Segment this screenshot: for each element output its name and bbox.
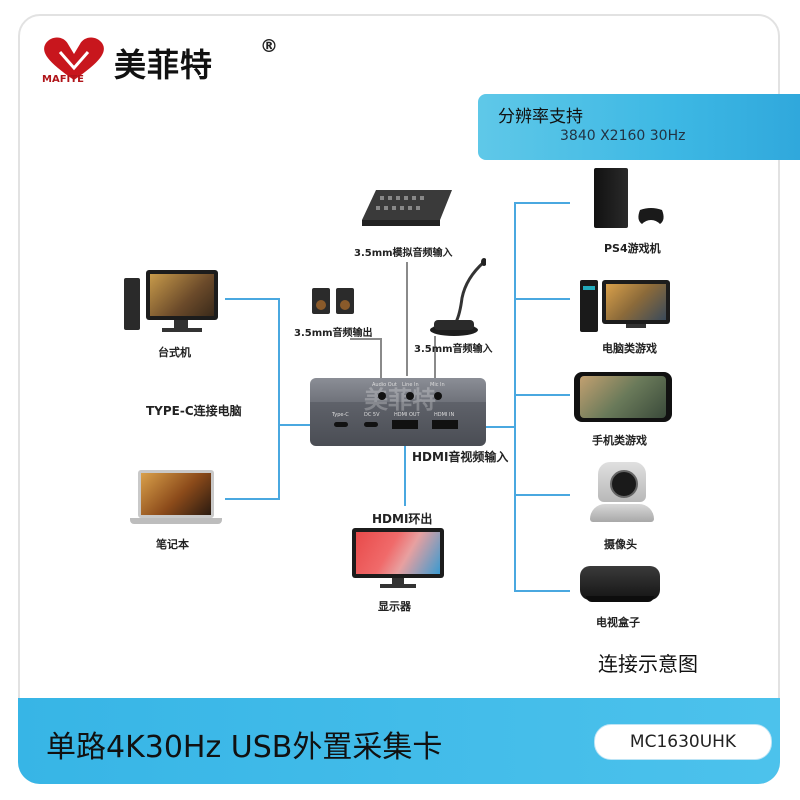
laptop-device xyxy=(130,470,222,530)
product-bar: 单路4K30Hz USB外置采集卡 MC1630UHK xyxy=(18,698,780,784)
brand-name: 美菲特 xyxy=(114,46,214,84)
port-dc xyxy=(364,422,378,427)
device-watermark: 美菲特 xyxy=(364,386,436,414)
port-label-mic-in: Mic In xyxy=(430,382,445,388)
port-label-typec: Type-C xyxy=(332,412,349,418)
desktop-label: 台式机 xyxy=(158,346,191,359)
tvbox-device xyxy=(580,566,660,604)
diagram-caption: 连接示意图 xyxy=(598,652,698,676)
port-mic-in xyxy=(434,392,442,400)
resolution-banner: 分辨率支持 3840 X2160 30Hz xyxy=(478,94,800,160)
phone-game-device xyxy=(574,372,672,422)
display-label: 显示器 xyxy=(378,600,411,613)
mic-label: 3.5mm音频输入 xyxy=(414,344,493,355)
product-title: 单路4K30Hz USB外置采集卡 xyxy=(46,730,443,765)
typec-label: TYPE-C连接电脑 xyxy=(146,404,242,418)
port-line-in xyxy=(406,392,414,400)
pc-game-device xyxy=(580,280,672,334)
mic-device xyxy=(426,258,487,338)
tvbox-label: 电视盒子 xyxy=(596,616,640,629)
port-label-line-in: Line In xyxy=(402,382,419,388)
ps4-label: PS4游戏机 xyxy=(604,242,661,255)
port-hdmi-in xyxy=(432,420,458,429)
laptop-label: 笔记本 xyxy=(156,538,189,551)
desktop-device xyxy=(124,270,224,336)
camera-device xyxy=(590,462,654,530)
display-device xyxy=(352,528,444,592)
model-badge: MC1630UHK xyxy=(594,724,772,760)
pc-tower xyxy=(124,278,140,330)
port-typec xyxy=(334,422,348,427)
mixer-device xyxy=(360,186,454,230)
phone-game-label: 手机类游戏 xyxy=(592,434,647,447)
registered-mark: ® xyxy=(260,36,278,57)
port-audio-out xyxy=(378,392,386,400)
brand-sub: MAFITE xyxy=(42,74,84,85)
mixer-label: 3.5mm模拟音频输入 xyxy=(354,248,453,259)
camera-label: 摄像头 xyxy=(604,538,637,551)
capture-device: 美菲特 Audio Out Line In Mic In Type-C DC 5… xyxy=(310,378,486,446)
port-label-hdmi-in: HDMI IN xyxy=(434,412,455,418)
port-label-dc: DC 5V xyxy=(364,412,380,418)
hdmi-in-label: HDMI音视频输入 xyxy=(412,450,509,464)
port-label-hdmi-out: HDMI OUT xyxy=(394,412,420,418)
speaker-device xyxy=(312,286,358,314)
gamepad-icon xyxy=(638,208,664,224)
resolution-title: 分辨率支持 xyxy=(498,107,583,127)
desktop-monitor xyxy=(146,270,218,320)
brand-logo: MAFITE 美菲特 ® xyxy=(38,34,288,94)
port-label-audio-out: Audio Out xyxy=(372,382,397,388)
ps4-device xyxy=(594,168,670,230)
heart-logo-icon xyxy=(44,37,104,80)
speaker-label: 3.5mm音频输出 xyxy=(294,328,373,339)
pc-game-label: 电脑类游戏 xyxy=(602,342,657,355)
resolution-value: 3840 X2160 30Hz xyxy=(560,128,686,144)
hdmi-out-label: HDMI环出 xyxy=(372,512,433,526)
port-hdmi-out xyxy=(392,420,418,429)
